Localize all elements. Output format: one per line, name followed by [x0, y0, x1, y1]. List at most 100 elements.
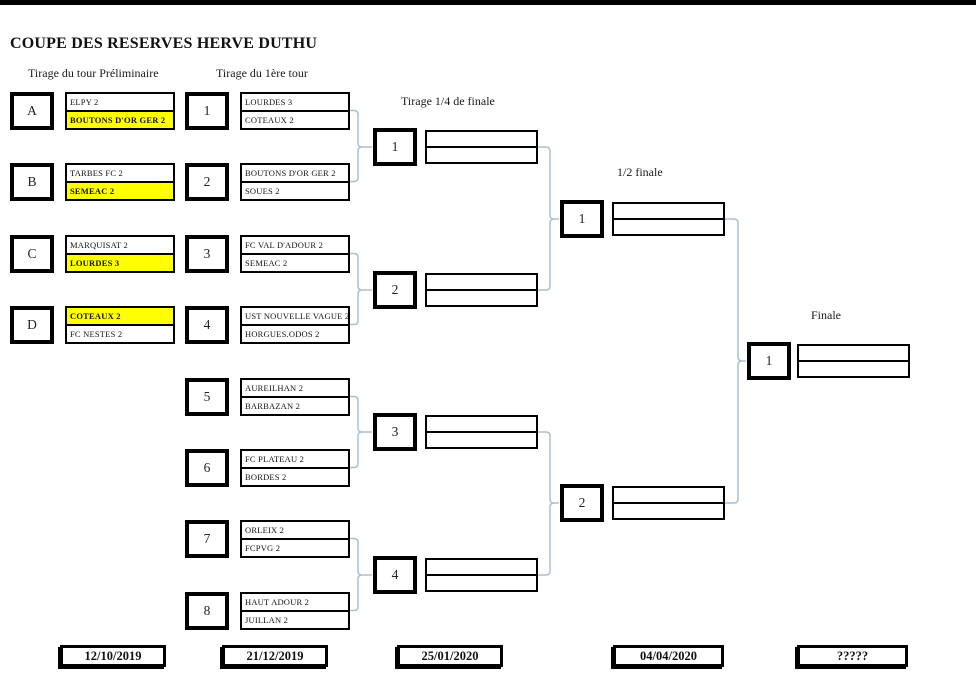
- quarter-final-number: 4: [373, 556, 417, 594]
- round1-match-number: 7: [185, 520, 229, 558]
- connector-qf2: [350, 252, 372, 326]
- team-name: COTEAUX 2: [242, 110, 348, 128]
- match-id: D: [27, 317, 37, 332]
- quarter-final-result-box: [425, 130, 538, 164]
- empty-team-slot: [427, 574, 536, 590]
- match-id: 2: [203, 174, 211, 189]
- column-header-first-round: Tirage du 1ère tour: [216, 66, 308, 80]
- semi-final-result-box: [612, 486, 725, 520]
- team-name: SOUES 2: [242, 181, 348, 199]
- match-id: 8: [203, 603, 211, 618]
- date-quarter-final: 25/01/2020: [397, 645, 503, 667]
- match-id: 5: [203, 389, 211, 404]
- final-result-box: [797, 344, 910, 378]
- match-id: 1: [578, 211, 586, 226]
- round1-match-teams: LOURDES 3 COTEAUX 2: [240, 92, 350, 130]
- match-id: 1: [765, 353, 773, 368]
- team-name: BARBAZAN 2: [242, 396, 348, 414]
- team-name: FC NESTES 2: [67, 324, 173, 342]
- empty-team-slot: [427, 431, 536, 447]
- prelim-match-letter: C: [10, 235, 54, 273]
- date-final: ?????: [797, 645, 908, 667]
- round1-match-teams: HAUT ADOUR 2 JUILLAN 2: [240, 592, 350, 630]
- team-name: BOUTONS D'OR GER 2: [245, 168, 336, 178]
- empty-team-slot: [427, 275, 536, 289]
- team-name: SEMEAC 2: [67, 181, 173, 199]
- date-semi-final: 04/04/2020: [613, 645, 724, 667]
- team-name: LOURDES 3: [67, 253, 173, 271]
- team-name: JUILLAN 2: [242, 610, 348, 628]
- semi-final-number: 2: [560, 484, 604, 522]
- final-number: 1: [747, 342, 791, 380]
- team-name: ELPY 2: [70, 97, 99, 107]
- team-name: ORLEIX 2: [245, 525, 285, 535]
- team-name: AUREILHAN 2: [245, 383, 304, 393]
- empty-team-slot: [427, 560, 536, 574]
- round1-match-number: 2: [185, 163, 229, 201]
- match-id: 2: [391, 282, 399, 297]
- empty-team-slot: [614, 218, 723, 234]
- quarter-final-number: 3: [373, 413, 417, 451]
- quarter-final-number: 1: [373, 128, 417, 166]
- prelim-match-teams: MARQUISAT 2 LOURDES 3: [65, 235, 175, 273]
- match-id: C: [27, 246, 37, 261]
- team-name: TARBES FC 2: [70, 168, 124, 178]
- connector-qf4: [350, 537, 372, 612]
- connector-qf3: [350, 395, 372, 469]
- round1-match-teams: ORLEIX 2 FCPVG 2: [240, 520, 350, 558]
- match-id: 3: [391, 424, 399, 439]
- connector-qf1: [350, 109, 372, 183]
- empty-team-slot: [427, 146, 536, 162]
- team-name: SEMEAC 2: [242, 253, 348, 271]
- connector-sf2: [538, 431, 559, 576]
- team-name: HORGUES.ODOS 2: [242, 324, 348, 342]
- match-id: 3: [203, 246, 211, 261]
- column-header-preliminary: Tirage du tour Préliminaire: [28, 66, 159, 80]
- team-name: COTEAUX 2: [67, 308, 173, 324]
- team-name: FC PLATEAU 2: [245, 454, 305, 464]
- connector-final: [725, 218, 746, 504]
- prelim-match-teams: ELPY 2 BOUTONS D'OR GER 2: [65, 92, 175, 130]
- quarter-final-result-box: [425, 558, 538, 592]
- quarter-final-result-box: [425, 273, 538, 307]
- match-id: 4: [203, 317, 211, 332]
- round1-match-number: 1: [185, 92, 229, 130]
- round1-match-number: 5: [185, 378, 229, 416]
- prelim-match-teams: COTEAUX 2 FC NESTES 2: [65, 306, 175, 344]
- match-id: B: [27, 174, 37, 189]
- column-header-quarter-final: Tirage 1/4 de finale: [401, 94, 495, 108]
- empty-team-slot: [614, 204, 723, 218]
- prelim-match-letter: A: [10, 92, 54, 130]
- semi-final-number: 1: [560, 200, 604, 238]
- empty-team-slot: [614, 488, 723, 502]
- team-name: FC VAL D'ADOUR 2: [245, 240, 324, 250]
- round1-match-number: 4: [185, 306, 229, 344]
- empty-team-slot: [799, 346, 908, 360]
- column-header-final: Finale: [811, 308, 841, 322]
- top-black-bar: [0, 0, 976, 5]
- empty-team-slot: [427, 132, 536, 146]
- team-name: MARQUISAT 2: [70, 240, 129, 250]
- team-name: BOUTONS D'OR GER 2: [67, 110, 173, 128]
- prelim-match-teams: TARBES FC 2 SEMEAC 2: [65, 163, 175, 201]
- date-first-round: 21/12/2019: [222, 645, 328, 667]
- page-title: COUPE DES RESERVES HERVE DUTHU: [10, 35, 318, 52]
- round1-match-number: 6: [185, 449, 229, 487]
- team-name: UST NOUVELLE VAGUE 2: [245, 311, 348, 321]
- match-id: 1: [391, 139, 399, 154]
- empty-team-slot: [427, 289, 536, 305]
- empty-team-slot: [427, 417, 536, 431]
- empty-team-slot: [614, 502, 723, 518]
- match-id: A: [27, 103, 37, 118]
- team-name: HAUT ADOUR 2: [245, 597, 310, 607]
- team-name: BORDES 2: [242, 467, 348, 485]
- quarter-final-number: 2: [373, 271, 417, 309]
- match-id: 6: [203, 460, 211, 475]
- round1-match-teams: AUREILHAN 2 BARBAZAN 2: [240, 378, 350, 416]
- connector-sf1: [538, 146, 559, 291]
- prelim-match-letter: B: [10, 163, 54, 201]
- team-name: FCPVG 2: [242, 538, 348, 556]
- round1-match-teams: FC VAL D'ADOUR 2 SEMEAC 2: [240, 235, 350, 273]
- match-id: 4: [391, 567, 399, 582]
